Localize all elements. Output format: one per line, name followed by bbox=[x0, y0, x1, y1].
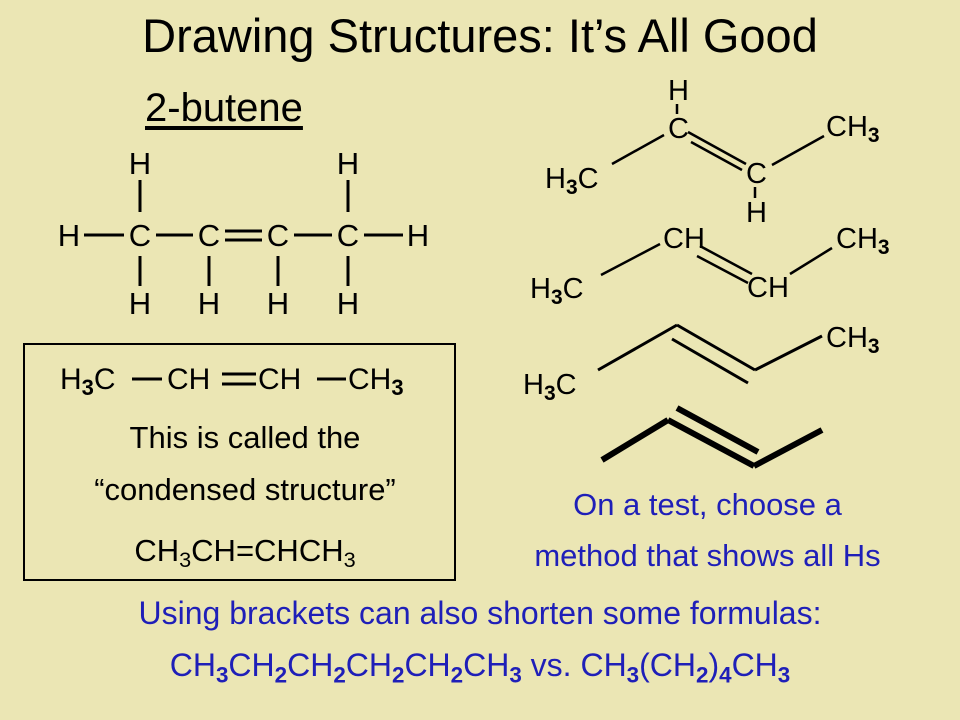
atom-h: H bbox=[267, 286, 289, 321]
short-formula: CH3(CH2)4CH3 bbox=[580, 647, 791, 688]
group-ch3: CH3 bbox=[826, 322, 880, 358]
test-note-line-1: On a test, choose a bbox=[573, 487, 842, 522]
condensed-structure-line: H3C CH CH CH3 bbox=[60, 363, 404, 400]
bonds bbox=[84, 180, 403, 286]
atom-c: C bbox=[129, 218, 151, 253]
group-ch: CH bbox=[167, 363, 210, 396]
atom-c: C bbox=[198, 218, 220, 253]
condensed-formula: CH3CH=CHCH3 bbox=[134, 533, 356, 573]
skeletal-structure-2: CH CH H3C CH3 bbox=[530, 223, 890, 309]
condensed-structure-box bbox=[23, 343, 456, 581]
atom-h: H bbox=[337, 146, 359, 181]
group-ch: CH bbox=[663, 223, 705, 255]
vs-label: vs. bbox=[530, 647, 572, 683]
group-ch3: CH3 bbox=[836, 223, 890, 259]
condensed-caption-line-1: This is called the bbox=[129, 420, 361, 455]
atom-h: H bbox=[129, 286, 151, 321]
group-ch3: CH3 bbox=[348, 363, 404, 400]
atom-h: H bbox=[129, 146, 151, 181]
atom-c: C bbox=[746, 158, 767, 190]
full-structural-formula: H H H C C C C H H H H H bbox=[58, 146, 429, 321]
group-h3c: H3C bbox=[523, 369, 577, 405]
slide-title: Drawing Structures: It’s All Good bbox=[142, 9, 818, 62]
atom-h: H bbox=[746, 197, 767, 229]
molecule-name: 2-butene bbox=[145, 86, 303, 130]
atom-h: H bbox=[198, 286, 220, 321]
atom-c: C bbox=[337, 218, 359, 253]
skeletal-structure-3: H3C CH3 bbox=[523, 322, 880, 405]
long-formula: CH3CH2CH2CH2CH2CH3 bbox=[169, 647, 522, 688]
atom-h: H bbox=[407, 218, 429, 253]
atom-h: H bbox=[58, 218, 80, 253]
brackets-note-line-1: Using brackets can also shorten some for… bbox=[138, 595, 822, 631]
condensed-caption-line-2: “condensed structure” bbox=[94, 472, 396, 507]
brackets-note-line-2: CH3CH2CH2CH2CH2CH3 vs. CH3(CH2)4CH3 bbox=[0, 647, 960, 688]
group-h3c: H3C bbox=[60, 363, 116, 400]
atom-c: C bbox=[668, 113, 689, 145]
group-h3c: H3C bbox=[530, 273, 584, 309]
group-ch3: CH3 bbox=[826, 111, 880, 147]
group-ch: CH bbox=[747, 272, 789, 304]
skeletal-structure-1: H C C H H3C CH3 bbox=[545, 75, 880, 229]
group-ch: CH bbox=[258, 363, 301, 396]
test-note-line-2: method that shows all Hs bbox=[534, 538, 881, 573]
group-h3c: H3C bbox=[545, 163, 599, 199]
atom-c: C bbox=[267, 218, 289, 253]
atom-h: H bbox=[668, 75, 689, 107]
atom-h: H bbox=[337, 286, 359, 321]
line-angle-structure bbox=[600, 405, 824, 469]
